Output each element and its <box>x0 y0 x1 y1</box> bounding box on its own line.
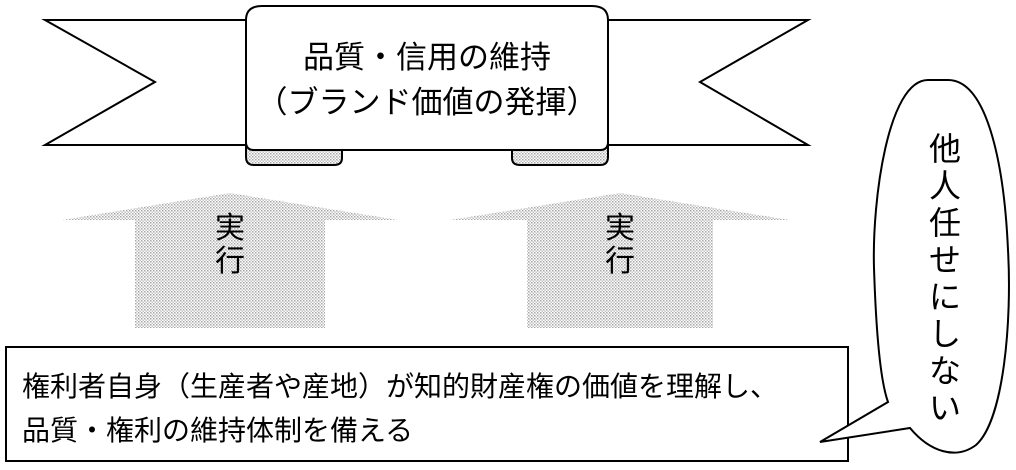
bottom-box-frame <box>5 346 849 462</box>
arrow-left-label-line1: 実 <box>215 211 245 246</box>
bottom-box-line2: 品質・権利の維持体制を備える <box>22 414 413 447</box>
callout-char: な <box>929 352 961 390</box>
bottom-box-line1: 権利者自身（生産者や産地）が知的財産権の価値を理解し、 <box>22 370 778 403</box>
callout-bubble-shape <box>819 79 1010 454</box>
callout-char: い <box>929 389 961 427</box>
arrow-right-label-line2: 行 <box>605 244 635 279</box>
callout-char: 人 <box>929 167 961 205</box>
ribbon-left-tail <box>41 19 247 146</box>
ribbon-banner: 品質・信用の維持 （ブランド価値の発揮） <box>41 5 812 166</box>
callout-char: し <box>929 315 961 353</box>
arrow-left-label-line2: 行 <box>215 244 245 279</box>
up-arrow-left-shape <box>62 193 398 328</box>
ribbon-center-panel <box>245 5 609 151</box>
callout-char: 任 <box>929 204 961 242</box>
bottom-box: 権利者自身（生産者や産地）が知的財産権の価値を理解し、 品質・権利の維持体制を備… <box>5 346 849 462</box>
banner-line2: （ブランド価値の発揮） <box>257 85 598 121</box>
up-arrow-left: 実 行 <box>62 193 398 328</box>
banner-line1: 品質・信用の維持 <box>303 40 551 76</box>
callout-char: 他 <box>929 130 961 168</box>
ribbon-right-tail <box>607 19 812 146</box>
up-arrow-right-shape <box>450 193 790 328</box>
callout-char: せ <box>929 241 961 279</box>
up-arrow-right: 実 行 <box>450 193 790 328</box>
arrow-right-label-line1: 実 <box>605 211 635 246</box>
callout-char: に <box>929 278 961 316</box>
